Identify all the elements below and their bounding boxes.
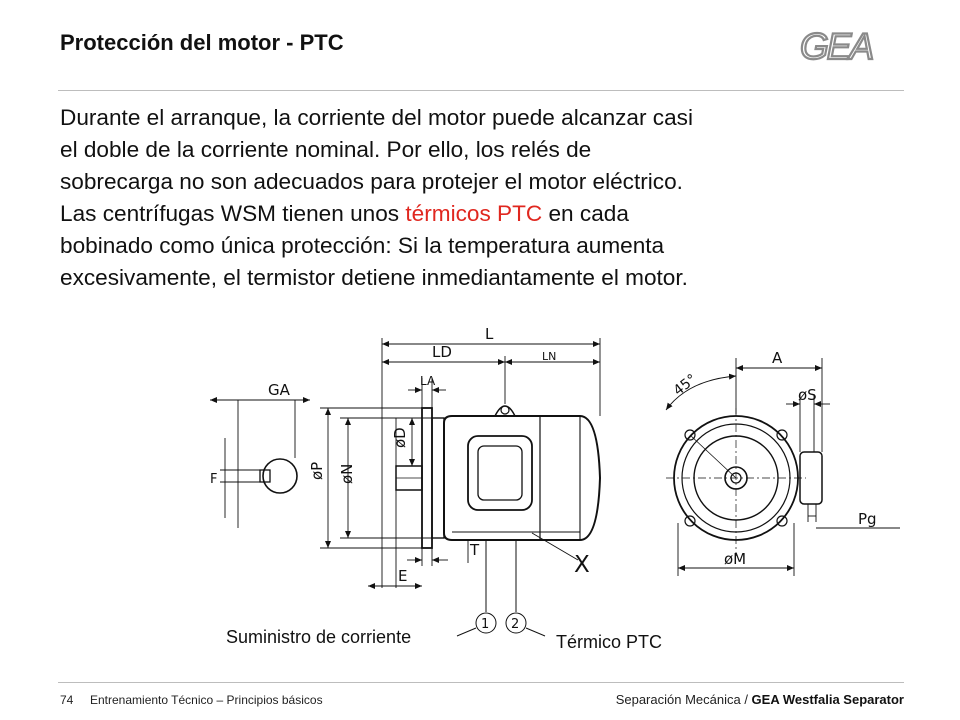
body-line: excesivamente, el termistor detiene inme… <box>60 265 688 290</box>
callout-group <box>456 540 546 637</box>
footer-brand: Separación Mecánica / GEA Westfalia Sepa… <box>616 692 904 707</box>
dim-label-a: A <box>772 349 783 367</box>
course-name: Entrenamiento Técnico – Principios básic… <box>90 693 323 707</box>
dim-label-s: øS <box>798 386 817 404</box>
body-line-post: en cada <box>542 201 629 226</box>
body-line: Las centrífugas WSM tienen unos térmicos… <box>60 198 910 230</box>
body-line: Durante el arranque, la corriente del mo… <box>60 105 693 130</box>
footer-company: GEA Westfalia Separator <box>751 692 904 707</box>
motor-body <box>443 405 602 541</box>
callout-number-1: 1 <box>481 617 489 632</box>
gea-logo-text: GEA <box>800 28 872 64</box>
dim-label-d: øD <box>391 427 409 448</box>
page-title: Protección del motor - PTC <box>60 30 344 55</box>
motor-drawing: L LD LN LA GA F øP øN øD T E X <box>210 325 900 652</box>
dimension-lines-front <box>677 358 900 576</box>
dim-label-p: øP <box>308 462 326 480</box>
dim-label-la: LA <box>420 374 436 388</box>
body-line: el doble de la corriente nominal. Por el… <box>60 137 592 162</box>
dim-label-pg: Pg <box>858 510 877 528</box>
shaft-key-view <box>210 397 310 528</box>
dim-label-m: øM <box>724 550 746 568</box>
dim-label-t: T <box>469 541 480 559</box>
motor-front-view <box>665 373 823 556</box>
body-paragraph: Durante el arranque, la corriente del mo… <box>60 102 910 294</box>
footer-divider <box>58 682 904 683</box>
dim-label-l: L <box>485 325 494 343</box>
body-line-pre: Las centrífugas WSM tienen unos <box>60 201 406 226</box>
dim-label-f: F <box>210 472 217 487</box>
gea-logo: GEA <box>799 28 876 64</box>
dim-label-ld: LD <box>432 343 452 361</box>
ptc-highlight: térmicos PTC <box>405 201 543 226</box>
body-line: bobinado como única protección: Si la te… <box>60 233 665 258</box>
dim-label-ln: LN <box>542 350 556 363</box>
detail-label-x: X <box>574 552 590 578</box>
page-number: 74 <box>60 693 74 707</box>
label-ptc-thermistor: Térmico PTC <box>556 632 662 652</box>
footer-section: Separación Mecánica / <box>615 692 752 707</box>
dim-label-angle: 45° <box>671 371 700 399</box>
dim-label-e: E <box>398 567 407 585</box>
dim-label-ga: GA <box>268 381 291 399</box>
header-divider <box>58 90 904 91</box>
dimension-lines-side <box>320 338 601 589</box>
callout-number-2: 2 <box>511 617 519 632</box>
body-line: sobrecarga no son adecuados para proteje… <box>60 169 683 194</box>
dim-label-n: øN <box>338 464 356 484</box>
label-power-supply: Suministro de corriente <box>226 627 411 647</box>
